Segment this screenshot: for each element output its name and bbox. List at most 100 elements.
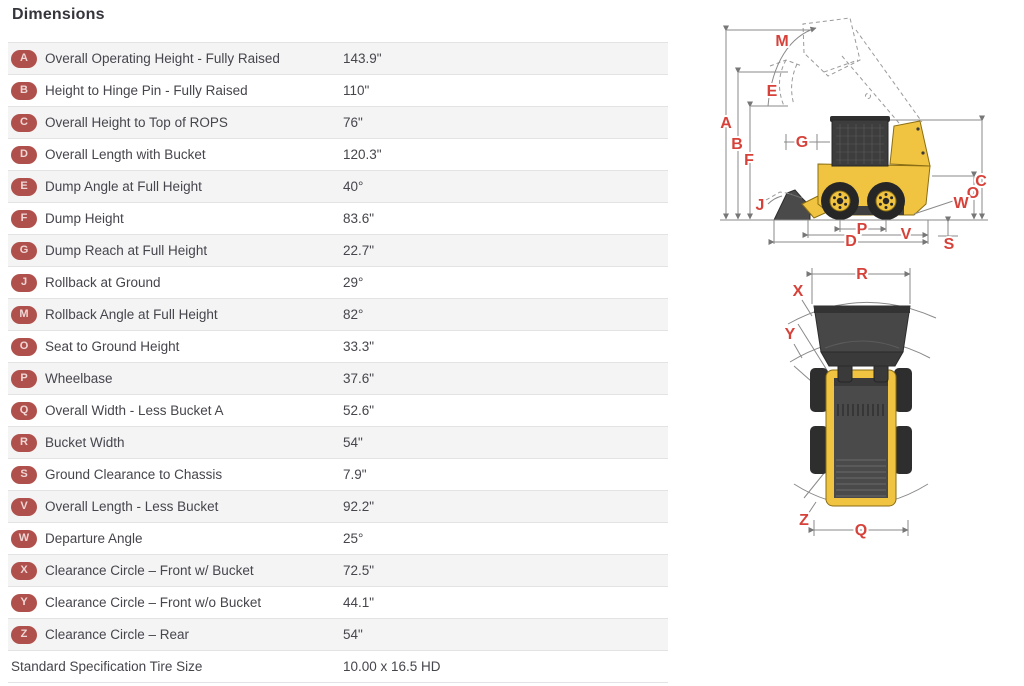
row-key-badge: P: [11, 369, 37, 388]
label-C: C: [975, 173, 987, 190]
table-row: R Bucket Width 54": [8, 427, 668, 459]
label-O: O: [967, 185, 979, 202]
label-E: E: [767, 83, 778, 100]
row-value: 54": [343, 435, 363, 450]
top-view-diagram: R X Y Z Q: [783, 264, 937, 541]
table-row: D Overall Length with Bucket 120.3": [8, 139, 668, 171]
row-key-badge: O: [11, 337, 37, 356]
row-value: 10.00 x 16.5 HD: [343, 659, 441, 674]
row-key-badge: Q: [11, 401, 37, 420]
row-label: Departure Angle: [45, 531, 143, 546]
row-label: Overall Length with Bucket: [45, 147, 206, 162]
row-value: 143.9": [343, 51, 382, 66]
raised-bucket-outline: [769, 17, 923, 137]
row-key-badge: Z: [11, 625, 37, 644]
wheel-rear: [867, 182, 905, 220]
label-J: J: [756, 197, 765, 214]
table-row: S Ground Clearance to Chassis 7.9": [8, 459, 668, 491]
row-label: Rollback at Ground: [45, 275, 161, 290]
table-row: G Dump Reach at Full Height 22.7": [8, 235, 668, 267]
row-key-badge: B: [11, 81, 37, 100]
label-Q: Q: [855, 522, 867, 539]
table-row: J Rollback at Ground 29°: [8, 267, 668, 299]
row-value: 76": [343, 115, 363, 130]
table-row: A Overall Operating Height - Fully Raise…: [8, 43, 668, 75]
skid-steer-side: [773, 116, 931, 221]
row-value: 22.7": [343, 243, 375, 258]
side-dimension-labels: A B F M E G J C O W S P V D: [718, 31, 989, 255]
row-key-badge: W: [11, 529, 37, 548]
row-label: Clearance Circle – Front w/ Bucket: [45, 563, 254, 578]
label-X: X: [793, 283, 804, 300]
row-key-badge: M: [11, 305, 37, 324]
row-value: 54": [343, 627, 363, 642]
table-row: W Departure Angle 25°: [8, 523, 668, 555]
page-title: Dimensions: [12, 6, 105, 23]
row-value: 44.1": [343, 595, 375, 610]
row-value: 83.6": [343, 211, 375, 226]
row-value: 92.2": [343, 499, 375, 514]
row-value: 120.3": [343, 147, 382, 162]
table-row: E Dump Angle at Full Height 40°: [8, 171, 668, 203]
label-D: D: [845, 233, 857, 250]
label-A: A: [720, 115, 732, 132]
side-dimension-lines: [720, 25, 988, 245]
row-label: Overall Height to Top of ROPS: [45, 115, 228, 130]
row-label: Dump Angle at Full Height: [45, 179, 202, 194]
row-key-badge: F: [11, 209, 37, 228]
table-row: F Dump Height 83.6": [8, 203, 668, 235]
table-row: M Rollback Angle at Full Height 82°: [8, 299, 668, 331]
label-F: F: [744, 152, 754, 169]
table-row: O Seat to Ground Height 33.3": [8, 331, 668, 363]
row-key-badge: Y: [11, 593, 37, 612]
row-key-badge: X: [11, 561, 37, 580]
label-Y: Y: [785, 326, 796, 343]
row-label: Bucket Width: [45, 435, 125, 450]
row-value: 72.5": [343, 563, 375, 578]
table-row: V Overall Length - Less Bucket 92.2": [8, 491, 668, 523]
row-label: Clearance Circle – Front w/o Bucket: [45, 595, 262, 610]
label-W: W: [953, 195, 969, 212]
top-dimension-lines: [806, 268, 911, 536]
row-key-badge: V: [11, 497, 37, 516]
row-key-badge: J: [11, 273, 37, 292]
row-label: Ground Clearance to Chassis: [45, 467, 223, 482]
row-label: Overall Operating Height - Fully Raised: [45, 51, 280, 66]
table-row: Q Overall Width - Less Bucket A 52.6": [8, 395, 668, 427]
skid-steer-top: [810, 305, 912, 507]
row-label: Seat to Ground Height: [45, 339, 180, 354]
table-row: Y Clearance Circle – Front w/o Bucket 44…: [8, 587, 668, 619]
row-label: Standard Specification Tire Size: [11, 659, 203, 674]
table-row: Standard Specification Tire Size 10.00 x…: [8, 651, 668, 683]
row-value: 52.6": [343, 403, 375, 418]
row-key-badge: S: [11, 465, 37, 484]
dimensions-table: A Overall Operating Height - Fully Raise…: [8, 42, 668, 683]
row-label: Dump Height: [45, 211, 124, 226]
row-key-badge: E: [11, 177, 37, 196]
label-M: M: [775, 33, 788, 50]
row-label: Overall Length - Less Bucket: [45, 499, 219, 514]
row-value: 33.3": [343, 339, 375, 354]
row-value: 82°: [343, 307, 364, 322]
label-S: S: [944, 236, 955, 253]
row-value: 110": [343, 83, 370, 98]
row-label: Overall Width - Less Bucket A: [45, 403, 224, 418]
label-Z: Z: [799, 512, 809, 529]
table-row: X Clearance Circle – Front w/ Bucket 72.…: [8, 555, 668, 587]
row-value: 37.6": [343, 371, 375, 386]
label-R: R: [856, 266, 868, 283]
row-value: 29°: [343, 275, 364, 290]
row-value: 25°: [343, 531, 364, 546]
row-label: Clearance Circle – Rear: [45, 627, 190, 642]
table-row: Z Clearance Circle – Rear 54": [8, 619, 668, 651]
row-label: Height to Hinge Pin - Fully Raised: [45, 83, 248, 98]
row-label: Rollback Angle at Full Height: [45, 307, 218, 322]
row-key-badge: D: [11, 145, 37, 164]
label-P: P: [857, 221, 868, 238]
row-label: Wheelbase: [45, 371, 113, 386]
side-view-diagram: A B F M E G J C O W S P V D: [718, 17, 989, 255]
row-value: 7.9": [343, 467, 367, 482]
table-row: C Overall Height to Top of ROPS 76": [8, 107, 668, 139]
table-row: P Wheelbase 37.6": [8, 363, 668, 395]
